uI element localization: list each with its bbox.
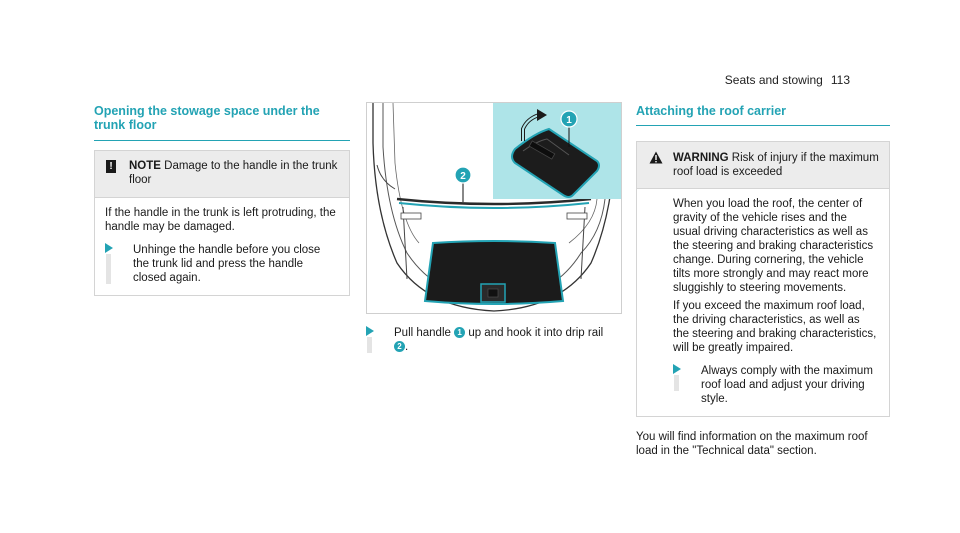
- roof-load-footer: You will find information on the maximum…: [636, 431, 868, 457]
- step-bar: [106, 254, 111, 284]
- step-bar: [367, 337, 372, 353]
- step-arrow-icon: [366, 326, 374, 336]
- warning-box: WARNING Risk of injury if the maximum ro…: [636, 141, 890, 417]
- right-column: Attaching the roof carrier WARNING Risk …: [636, 104, 890, 458]
- step-arrow-icon: [673, 364, 681, 374]
- running-header: Seats and stowing 113: [725, 73, 850, 87]
- figure-step: Pull handle 1 up and hook it into drip r…: [366, 326, 620, 354]
- warning-label: WARNING: [673, 152, 729, 164]
- warning-para-2: If you exceed the maximum roof load, the…: [673, 300, 877, 354]
- section-title: Opening the stowage space under the trun…: [94, 104, 320, 132]
- section-title-roof: Attaching the roof carrier: [636, 104, 787, 118]
- note-step-text: Unhinge the handle before you close the …: [133, 244, 321, 284]
- figure-step-text-1: Pull handle: [394, 327, 451, 339]
- note-text: Damage to the handle in the trunk floor: [129, 160, 338, 186]
- warning-text: Risk of injury if the maximum roof load …: [673, 152, 879, 178]
- trunk-illustration: 2 1: [366, 102, 622, 314]
- section-name: Seats and stowing: [724, 73, 823, 87]
- warning-step: Always comply with the maximum roof load…: [673, 364, 877, 406]
- warning-step-text: Always comply with the maximum roof load…: [701, 365, 873, 405]
- note-body: If the handle in the trunk is left protr…: [95, 198, 349, 295]
- note-step: Unhinge the handle before you close the …: [105, 243, 339, 285]
- left-column: Opening the stowage space under the trun…: [94, 104, 350, 296]
- number-badge-1: 1: [454, 327, 466, 338]
- step-bar: [674, 375, 679, 391]
- step-arrow-icon: [105, 243, 113, 253]
- callout-1: 1: [566, 115, 572, 126]
- figure-step-text-2: up and hook it into drip rail: [468, 327, 604, 339]
- warning-body: When you load the roof, the center of gr…: [637, 189, 889, 416]
- note-exclamation-icon: !: [106, 160, 116, 173]
- number-badge-2: 2: [394, 341, 405, 352]
- warning-triangle-icon: [649, 151, 663, 164]
- warning-header: WARNING Risk of injury if the maximum ro…: [637, 142, 889, 189]
- figure-step-text-3: .: [405, 341, 409, 353]
- note-header: ! NOTE Damage to the handle in the trunk…: [95, 151, 349, 198]
- note-paragraph: If the handle in the trunk is left protr…: [105, 207, 336, 233]
- page-number: 113: [830, 73, 850, 87]
- warning-para-1: When you load the roof, the center of gr…: [673, 198, 874, 294]
- handle-detail-drawing: 1: [511, 109, 600, 198]
- title-rule: [94, 140, 350, 141]
- title-rule: [636, 125, 890, 126]
- trunk-drawing: 2: [372, 103, 616, 312]
- callout-2: 2: [460, 171, 466, 182]
- note-box: ! NOTE Damage to the handle in the trunk…: [94, 150, 350, 296]
- handle-detail-inset: 1: [493, 103, 621, 199]
- note-label: NOTE: [129, 160, 161, 172]
- figure-step-item: Pull handle 1 up and hook it into drip r…: [366, 326, 620, 354]
